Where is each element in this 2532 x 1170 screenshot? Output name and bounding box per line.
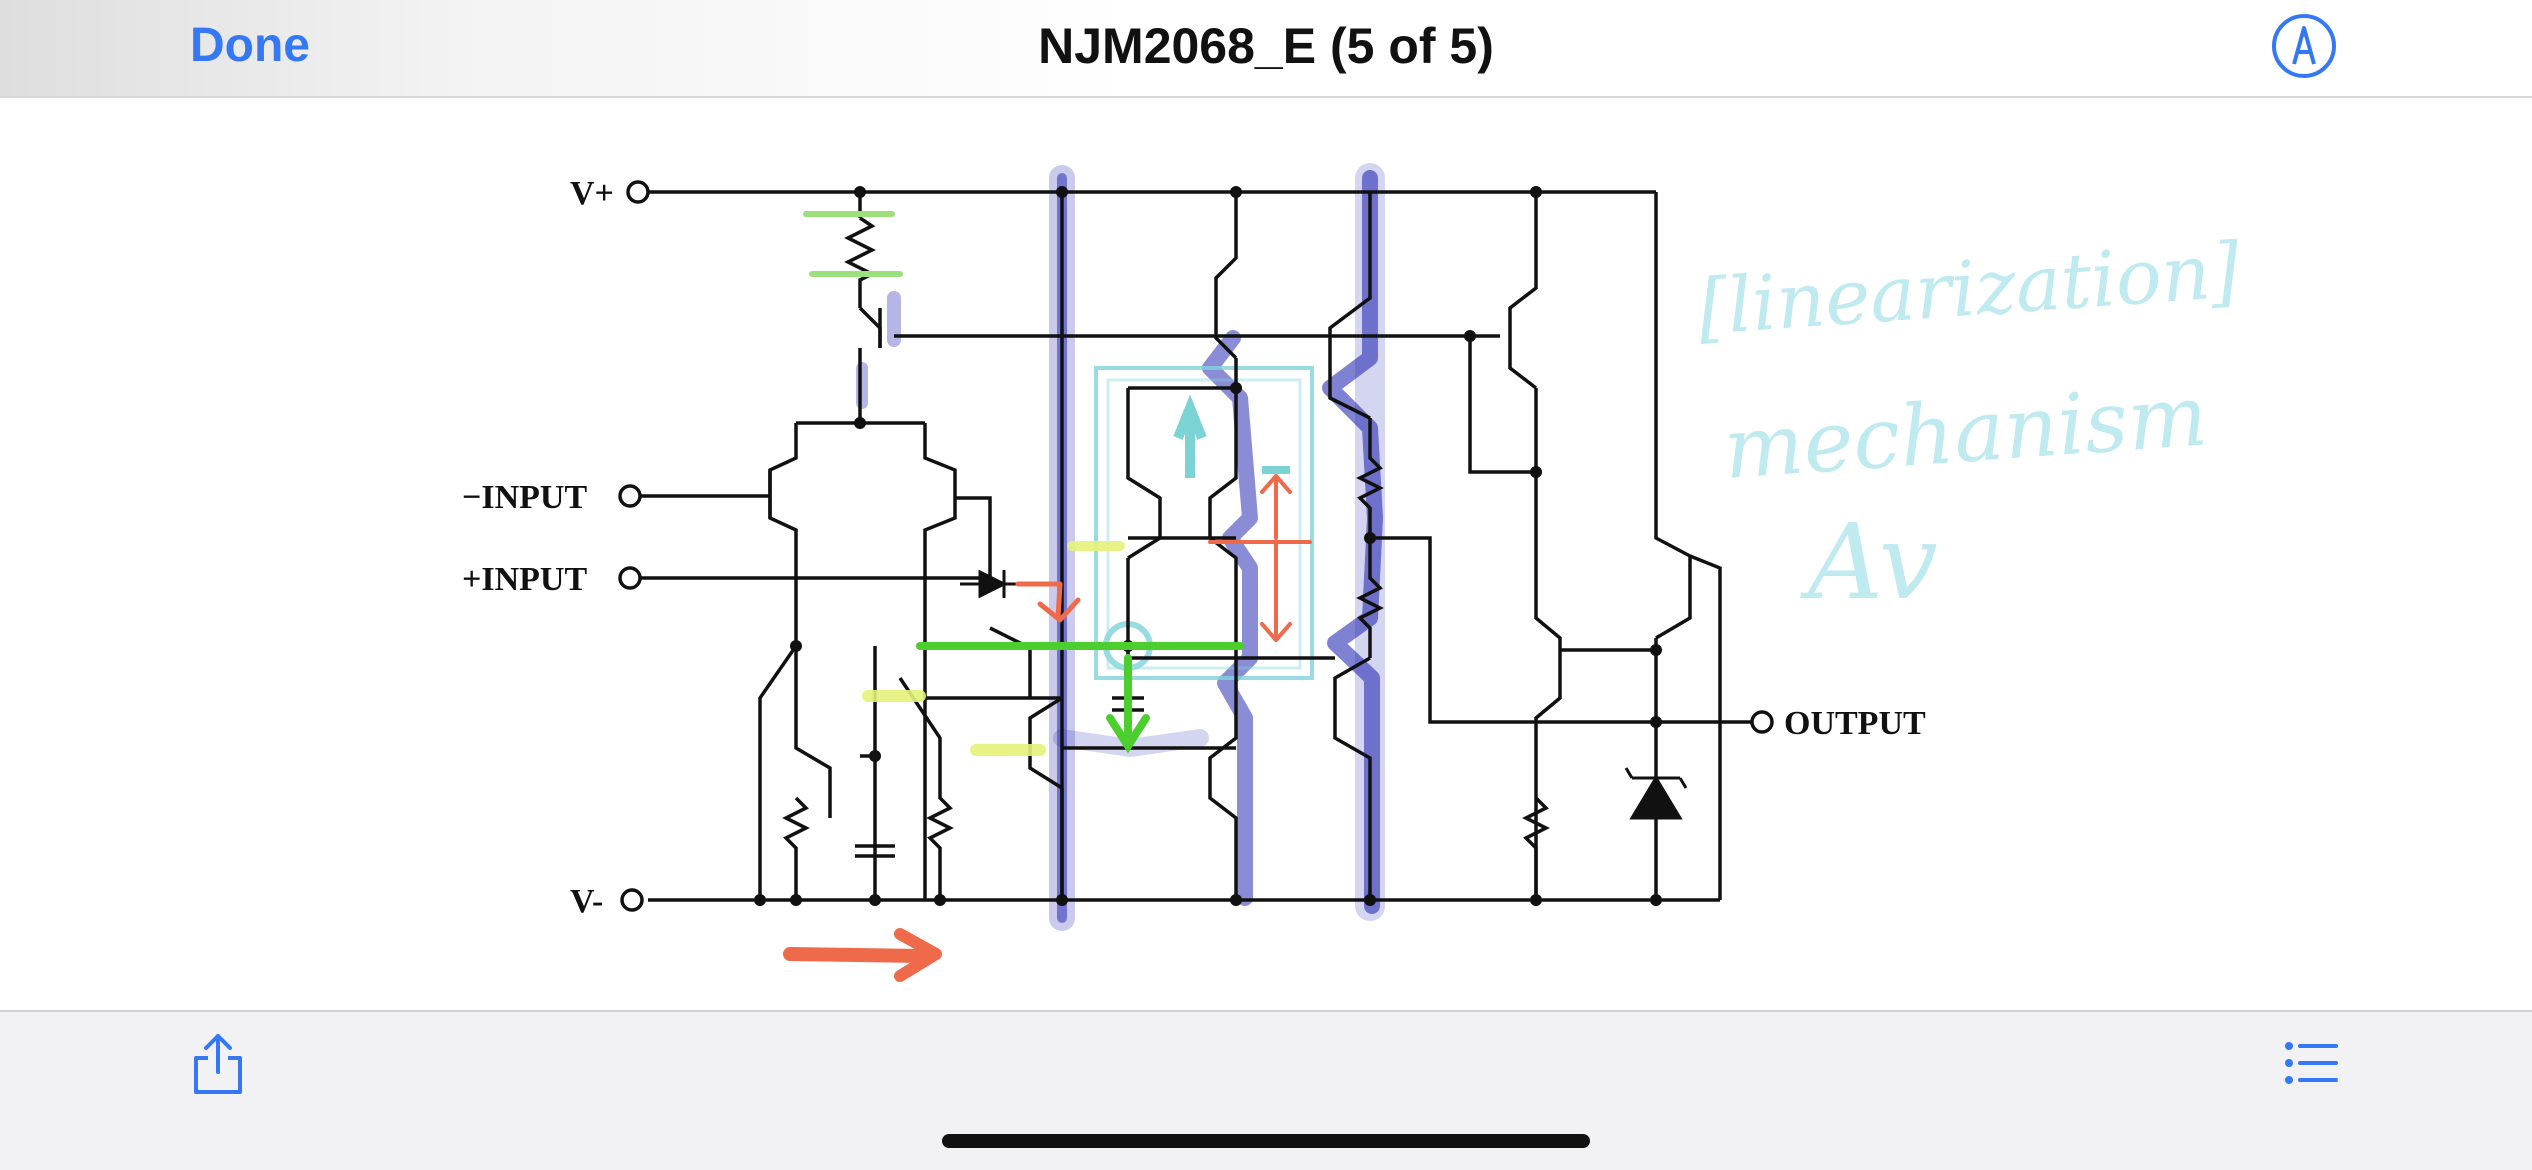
circuit-schematic: V+ −INPUT +INPUT V- OUTPUT [linearizatio… [462,163,2243,982]
bottom-toolbar [0,1010,2532,1170]
plus-input-label: +INPUT [462,561,587,598]
output-label: OUTPUT [1784,705,1926,742]
list-icon[interactable] [2284,1040,2338,1086]
yellow-highlight-strokes [862,541,1125,756]
vplus-label: V+ [570,175,614,212]
markup-pen-icon[interactable] [2270,12,2338,80]
navigation-bar: Done NJM2068_E (5 of 5) [0,0,2532,98]
vminus-label: V- [570,883,603,920]
handwritten-note-line2: mechanism [1721,366,2211,498]
minus-input-label: −INPUT [462,479,587,516]
document-page[interactable]: V+ −INPUT +INPUT V- OUTPUT [linearizatio… [0,98,2532,1010]
share-icon[interactable] [190,1032,246,1096]
done-button[interactable]: Done [190,19,310,72]
circuit-terminals [618,180,1774,912]
home-indicator[interactable] [942,1134,1590,1148]
circuit-wires [640,190,1756,902]
orange-annotation-strokes [783,474,1312,982]
document-title: NJM2068_E (5 of 5) [1038,18,1494,74]
zener-diode [1624,767,1688,820]
green-highlight-strokes [803,211,1244,754]
handwritten-note-line1: [linearization] [1695,225,2243,352]
handwritten-note-line3: Av [1800,501,1938,623]
